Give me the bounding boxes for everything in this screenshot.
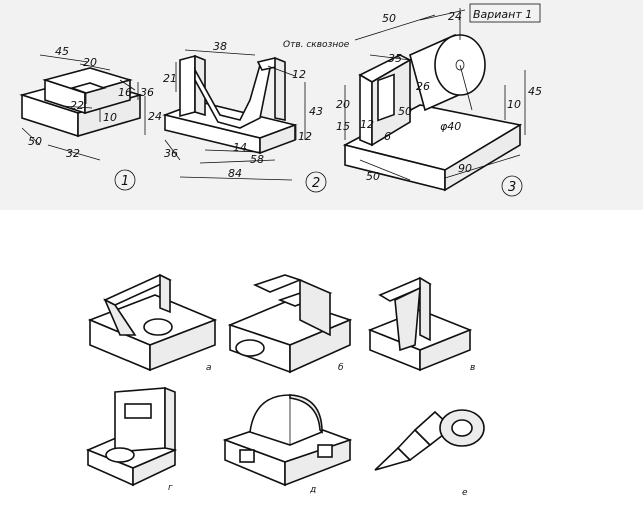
dim-1-36: 36 <box>140 86 154 99</box>
dim-1-45: 45 <box>55 45 69 58</box>
dim-2-12-bottom: 12 <box>298 130 312 143</box>
dim-1-22: 22 <box>70 99 84 112</box>
dim-3-phi40: φ40 <box>440 120 461 133</box>
option-b-letter: б <box>338 363 344 373</box>
option-a-letter: а <box>206 363 212 373</box>
dim-2-38: 38 <box>213 40 227 53</box>
dim-3-26: 26 <box>416 80 430 93</box>
dim-1-50: 50 <box>28 135 42 148</box>
option-e-letter: е <box>462 488 468 498</box>
dim-3-15: 15 <box>336 120 350 133</box>
dim-2-36: 36 <box>164 147 178 160</box>
dim-3-50-top: 50 <box>382 12 396 25</box>
dim-3-50-mid: 50 <box>398 105 412 118</box>
dim-3-12: 12 <box>360 118 374 131</box>
option-v: в <box>367 276 475 373</box>
option-g: г <box>85 386 178 493</box>
dim-3-45: 45 <box>528 85 542 98</box>
option-g-letter: г <box>168 483 173 493</box>
variant-label: Вариант 1 <box>473 8 532 21</box>
dim-3-10: 10 <box>507 98 521 111</box>
drawing-2: 38 21 12 43 12 14 58 84 36 2 <box>162 40 327 193</box>
dim-1-32: 32 <box>66 147 80 160</box>
drawing-1: 45 20 16 36 22 10 24 50 32 1 <box>19 45 162 191</box>
dim-2-58: 58 <box>250 153 264 166</box>
option-a: а <box>87 273 218 373</box>
option-d: д <box>222 394 353 495</box>
dim-3-6: 6 <box>384 130 391 143</box>
drawing-3: Вариант 1 Отв. сквозное 50 24 35 26 20 1… <box>283 3 542 197</box>
dim-2-12-top: 12 <box>292 68 306 81</box>
dim-3-20: 20 <box>336 98 350 111</box>
dim-2-43: 43 <box>309 105 323 118</box>
drawing-2-number: 2 <box>312 176 320 191</box>
dim-3-50-bottom: 50 <box>366 170 380 183</box>
dim-2-14: 14 <box>233 141 247 154</box>
hole-note: Отв. сквозное <box>283 40 350 50</box>
dim-3-24: 24 <box>448 10 462 23</box>
dim-3-35: 35 <box>388 52 402 65</box>
dim-1-16: 16 <box>118 86 132 99</box>
drawing-3-number: 3 <box>508 180 516 195</box>
option-b: б <box>227 274 353 374</box>
option-e: е <box>374 409 485 498</box>
dim-1-20: 20 <box>83 56 97 69</box>
option-d-letter: д <box>309 485 316 495</box>
dim-2-21: 21 <box>163 72 177 85</box>
dim-2-84: 84 <box>228 167 242 180</box>
option-v-letter: в <box>470 363 475 373</box>
dim-3-90: 90 <box>458 162 472 175</box>
dim-1-24: 24 <box>148 110 162 123</box>
dim-1-10: 10 <box>103 111 117 124</box>
drawing-1-number: 1 <box>121 174 129 189</box>
